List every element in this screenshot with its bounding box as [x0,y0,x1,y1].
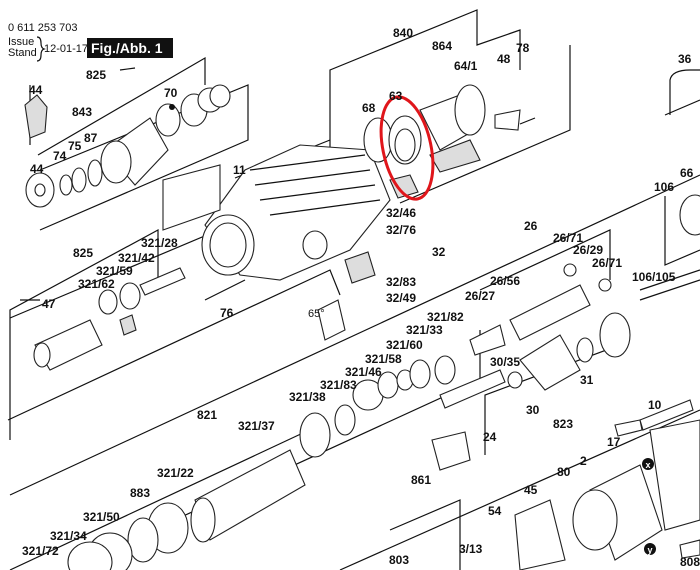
part-labels: 825 44 843 70 87 75 74 44 11 840 864 78 … [22,26,700,569]
label-321-28: 321/28 [141,236,178,250]
label-321-72: 321/72 [22,544,59,558]
label-26: 26 [524,219,538,233]
label-321-46: 321/46 [345,365,382,379]
label-11: 11 [233,163,246,177]
label-840: 840 [393,26,413,40]
label-321-50: 321/50 [83,510,120,524]
label-87: 87 [84,131,98,145]
part-number: 0 611 253 703 [8,22,78,34]
label-808: 808 [680,555,700,569]
label-864: 864 [432,39,452,53]
parts: x y [24,69,700,570]
label-26-71b: 26/71 [592,256,622,270]
label-321-34: 321/34 [50,529,87,543]
label-78: 78 [516,41,530,55]
label-321-82: 321/82 [427,310,464,324]
label-10: 10 [648,398,662,412]
label-24: 24 [483,430,497,444]
label-321-58: 321/58 [365,352,402,366]
part-11-label [162,164,221,231]
label-321-42: 321/42 [118,251,155,265]
label-64-1: 64/1 [454,59,478,73]
label-65-degree: 65° [308,308,325,320]
part-10-label [639,399,694,431]
label-30: 30 [526,403,540,417]
label-825b: 825 [73,246,93,260]
label-843: 843 [72,105,92,119]
label-32-46: 32/46 [386,206,416,220]
label-70: 70 [164,86,178,100]
marker-x-text: x [645,460,650,470]
highlight-circle [379,95,435,201]
label-321-59: 321/59 [96,264,133,278]
label-32-76: 32/76 [386,223,416,237]
label-821: 821 [197,408,217,422]
label-321-62: 321/62 [78,277,115,291]
stand-label: Stand [8,47,37,59]
label-36: 36 [678,52,692,66]
label-26-71: 26/71 [553,231,583,245]
brace [36,36,46,62]
label-823: 823 [553,417,573,431]
issue-label: Issue [8,36,34,48]
label-803: 803 [389,553,409,567]
label-44: 44 [29,83,43,97]
label-106-105: 106/105 [632,270,676,284]
label-47: 47 [42,297,56,311]
label-44b: 44 [30,162,44,176]
label-32-49: 32/49 [386,291,416,305]
label-321-60: 321/60 [386,338,423,352]
issue-date: 12-01-17 [44,43,88,55]
label-30-35: 30/35 [490,355,520,369]
label-63: 63 [389,89,403,103]
label-26-56: 26/56 [490,274,520,288]
label-321-38: 321/38 [289,390,326,404]
label-321-83: 321/83 [320,378,357,392]
marker-y-text: y [647,545,652,555]
label-66: 66 [680,166,694,180]
label-2: 2 [580,454,587,468]
label-54: 54 [488,504,502,518]
label-74: 74 [53,149,67,163]
label-321-22: 321/22 [157,466,194,480]
label-321-37: 321/37 [238,419,275,433]
label-75: 75 [68,139,82,153]
label-68: 68 [362,101,376,115]
label-80: 80 [557,465,571,479]
label-32: 32 [432,245,446,259]
label-17: 17 [607,435,621,449]
label-48: 48 [497,52,511,66]
label-883: 883 [130,486,150,500]
label-26-29: 26/29 [573,243,603,257]
part-housing-rear [649,419,700,531]
label-321-33: 321/33 [406,323,443,337]
label-825: 825 [86,68,106,82]
figure-badge [87,38,173,58]
marker-y [644,543,656,555]
label-861: 861 [411,473,431,487]
marker-x [642,458,654,470]
figure-title: Fig./Abb. 1 [91,40,163,56]
label-3-13: 3/13 [459,542,483,556]
label-32-83: 32/83 [386,275,416,289]
label-26-27: 26/27 [465,289,495,303]
part-44-clip [24,94,48,139]
label-31: 31 [580,373,594,387]
label-76: 76 [220,306,234,320]
label-45: 45 [524,483,538,497]
label-106: 106 [654,180,674,194]
